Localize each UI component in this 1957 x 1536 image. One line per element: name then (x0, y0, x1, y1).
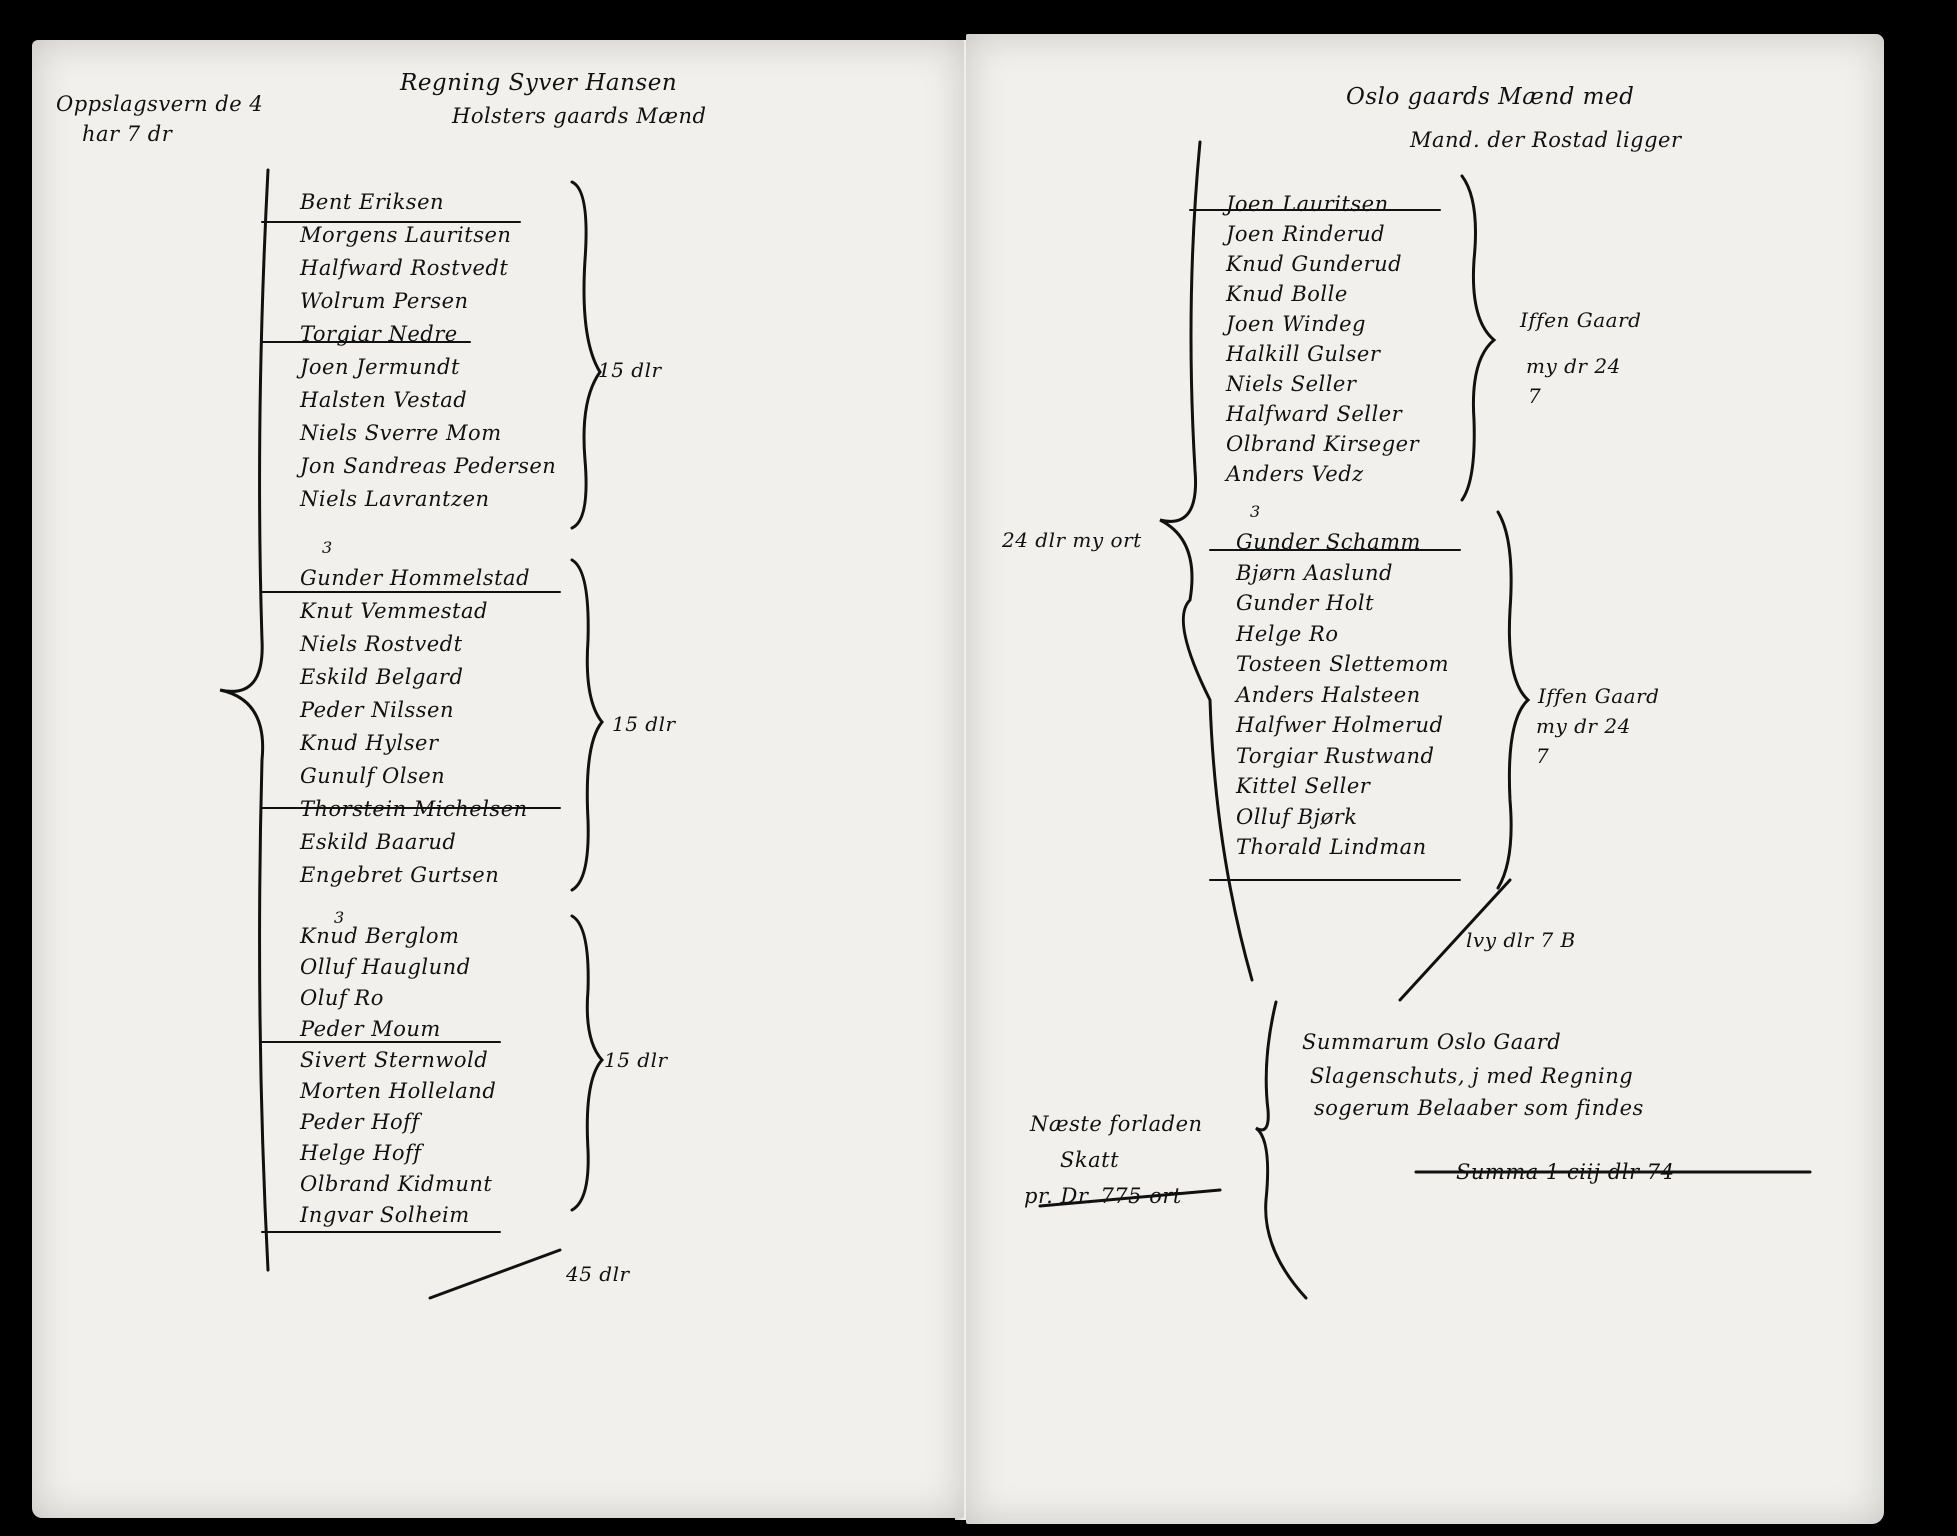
name-entry: Knud Berglom (300, 924, 460, 948)
name-entry: Olbrand Kirseger (1226, 432, 1420, 456)
name-entry: Wolrum Persen (300, 289, 469, 313)
right-group-2-sum-1: Iffen Gaard (1538, 684, 1660, 708)
name-entry: Olluf Hauglund (300, 955, 471, 979)
name-entry: Peder Hoff (300, 1110, 420, 1134)
right-group-1-sum-3: 7 (1528, 384, 1542, 408)
name-entry: Bjørn Aaslund (1236, 560, 1393, 585)
right-group-2-sum-2: my dr 24 (1536, 714, 1631, 738)
left-margin-heading-1: Oppslagsvern de 4 (56, 92, 264, 116)
name-entry: Peder Moum (300, 1017, 441, 1041)
name-entry: Olbrand Kidmunt (300, 1172, 493, 1196)
left-total: 45 dlr (566, 1262, 630, 1286)
name-entry: Peder Nilssen (300, 698, 455, 722)
name-entry: Joen Rinderud (1226, 222, 1386, 246)
right-group-1-sum-1: Iffen Gaard (1520, 308, 1642, 332)
name-entry: Kittel Seller (1236, 774, 1371, 798)
name-entry: Sivert Sternwold (300, 1048, 489, 1072)
name-entry: Knud Bolle (1226, 282, 1348, 306)
left-group-3-mark: 3 (334, 908, 345, 927)
name-entry: Oluf Ro (300, 986, 384, 1010)
name-entry: Gunulf Olsen (300, 764, 446, 788)
name-entry: Anders Halsteen (1236, 682, 1421, 707)
right-group-2-sum-3: 7 (1536, 744, 1550, 768)
left-group-3-sum: 15 dlr (604, 1048, 668, 1072)
right-heading-2: Mand. der Rostad ligger (1410, 128, 1682, 152)
name-entry: Halsten Vestad (300, 388, 468, 412)
name-entry: Bent Eriksen (300, 190, 445, 214)
right-group-2-mark: 3 (1250, 502, 1261, 521)
name-entry: Morgens Lauritsen (300, 223, 512, 247)
left-group-1-sum: 15 dlr (598, 358, 662, 382)
name-entry: Anders Vedz (1226, 462, 1364, 486)
left-heading-2: Holsters gaards Mænd (452, 104, 707, 128)
name-entry: Knut Vemmestad (300, 599, 488, 623)
right-group-1-sum-2: my dr 24 (1526, 354, 1621, 378)
name-entry: Niels Rostvedt (300, 632, 463, 656)
left-group-2-mark: 3 (322, 538, 333, 557)
name-entry: Niels Sverre Mom (300, 421, 502, 445)
right-margin-note-bottom-2: Skatt (1060, 1148, 1120, 1172)
left-margin-heading-2: har 7 dr (82, 122, 173, 146)
name-entry: Engebret Gurtsen (300, 863, 500, 887)
name-entry: Tosteen Slettemom (1236, 652, 1450, 676)
name-entry: Joen Windeg (1226, 312, 1366, 336)
name-entry: Joen Lauritsen (1226, 192, 1389, 216)
name-entry: Helge Hoff (300, 1141, 422, 1165)
right-margin-note-bottom-1: Næste forladen (1030, 1112, 1203, 1136)
name-entry: Eskild Belgard (300, 665, 464, 689)
right-heading-1: Oslo gaards Mænd med (1346, 84, 1635, 110)
name-entry: Thorald Lindman (1236, 835, 1427, 859)
name-entry: Gunder Hommelstad (300, 566, 531, 590)
name-entry: Halkill Gulser (1226, 342, 1381, 366)
name-entry: Halfward Seller (1226, 402, 1403, 426)
right-margin-note-mid: 24 dlr my ort (1002, 528, 1142, 552)
right-summary-1: Summarum Oslo Gaard (1302, 1030, 1562, 1054)
name-entry: Olluf Bjørk (1236, 804, 1358, 829)
right-summary-3: sogerum Belaaber som findes (1314, 1096, 1644, 1120)
right-summary-2: Slagenschuts, j med Regning (1310, 1064, 1634, 1088)
name-entry: Gunder Holt (1236, 591, 1375, 615)
right-subtotal: lvy dlr 7 B (1466, 928, 1576, 952)
name-entry: Halfward Rostvedt (300, 256, 509, 280)
left-heading-1: Regning Syver Hansen (400, 70, 678, 96)
name-entry: Knud Gunderud (1226, 252, 1403, 276)
name-entry: Helge Ro (1236, 621, 1339, 646)
name-entry: Joen Jermundt (300, 355, 460, 379)
name-entry: Knud Hylser (300, 731, 439, 755)
name-entry: Eskild Baarud (300, 830, 457, 854)
name-entry: Ingvar Solheim (300, 1203, 470, 1227)
name-entry: Jon Sandreas Pedersen (300, 454, 557, 478)
name-entry: Halfwer Holmerud (1236, 713, 1444, 737)
name-entry: Niels Seller (1226, 372, 1357, 396)
right-page (966, 34, 1884, 1524)
name-entry: Niels Lavrantzen (300, 487, 490, 511)
name-entry: Morten Holleland (300, 1079, 497, 1103)
left-group-2-sum: 15 dlr (612, 712, 676, 736)
name-entry: Torgiar Rustwand (1236, 743, 1435, 768)
